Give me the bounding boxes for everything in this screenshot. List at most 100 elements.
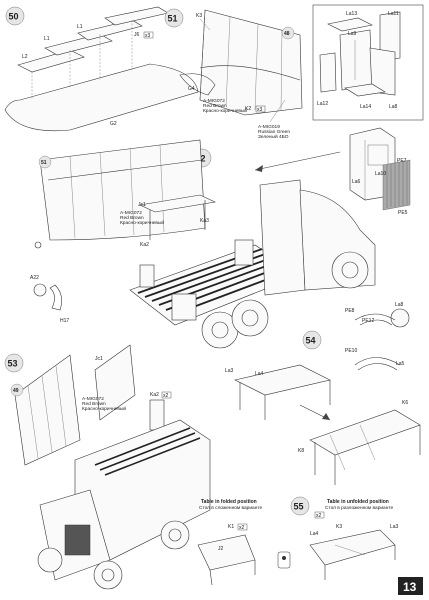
plate-pe7 [382, 159, 411, 211]
label-PE8: PE8 [345, 308, 355, 314]
label-K1: K1 [228, 524, 234, 530]
roof-panel-l1c [104, 6, 169, 26]
label-L1: L1 [44, 36, 50, 42]
label-La4b: La4 [310, 531, 319, 537]
cabinet-53 [149, 399, 165, 431]
cabinet-base-la14 [344, 83, 386, 97]
cabinet-panel-la12 [319, 52, 337, 93]
step-51-number: 51 [168, 14, 178, 24]
label-G2: G2 [110, 121, 117, 127]
label-G4: G4 [188, 86, 195, 92]
fender-part [179, 73, 216, 96]
paint-ru-1: Красно-коричневый [203, 107, 247, 114]
wheel-53b [160, 520, 190, 550]
step-51: 51 48 K3 G4 K2 x3 A-MIG072 Red Brown Кра… [164, 8, 303, 140]
caption-folded-en: Table in folded position [201, 499, 257, 505]
crate-small [139, 264, 155, 288]
label-La11: La11 [388, 11, 399, 17]
arrow-cabinet [254, 151, 341, 171]
label-Ka3: Ka3 [200, 218, 209, 224]
roof-panel-l1b [77, 19, 143, 41]
label-K3: K3 [196, 13, 202, 19]
ref-48: 48 [284, 31, 290, 37]
part-h17 [49, 284, 62, 311]
side-wall-g4 [199, 9, 303, 116]
label-K8: K8 [298, 448, 304, 454]
cabinet-box [312, 4, 424, 121]
ref-51: 51 [41, 160, 47, 166]
label-L2: L2 [22, 54, 28, 60]
step-55: 55 Table in folded position Стол в сложе… [197, 496, 399, 586]
step-55-number: 55 [294, 502, 304, 512]
label-K3b: K3 [336, 524, 342, 530]
part-a22 [33, 283, 47, 297]
paint-code-4: A-MIG072 [82, 396, 104, 402]
label-L1b: L1 [77, 24, 83, 30]
label-x2a: x2 [163, 393, 169, 399]
step-50: 50 L1 L2 L1 J6 x3 G2 [4, 6, 199, 132]
table-folded [197, 534, 256, 571]
label-Jc1: Jc1 [138, 202, 146, 208]
step-53-badge [4, 353, 24, 373]
roof-curved-frame-g2 [4, 63, 199, 132]
paint-ru-4: Красно-коричневый [82, 405, 126, 412]
cab-rear-wall [259, 179, 306, 296]
paint-code-1: A-MIG072 [203, 98, 225, 104]
label-La4: La4 [255, 371, 264, 377]
label-Ka2: Ka2 [140, 242, 149, 248]
caption-unfolded-ru: Стол в разложенном варианте [325, 505, 394, 511]
label-La6: La6 [352, 179, 361, 185]
crate-mid [234, 239, 254, 266]
label-Ka2b: Ka2 [150, 392, 159, 398]
caption-folded-ru: Стол в сложенном варианте [199, 505, 262, 511]
front-wheel [331, 251, 369, 289]
label-Jc1b: Jc1 [95, 356, 103, 362]
roof-panel-l2 [17, 49, 85, 73]
roof-panel-l1a [44, 33, 113, 56]
paint-en-3: Red Brown [120, 215, 144, 221]
cabinet-body [339, 29, 373, 91]
cabinet-subassembly: La13 La11 La9 La12 La14 La8 [312, 4, 424, 121]
label-La3: La3 [225, 368, 234, 374]
table-jc1 [94, 344, 136, 421]
label-x2c: x2 [316, 513, 322, 519]
folding-table [138, 194, 217, 213]
crate-large [171, 293, 197, 321]
step-54: 54 La3 La4 K6 K8 [225, 330, 421, 485]
detail-pe-parts: La8 PE8 PE12 PE10 La5 [345, 302, 410, 371]
label-PE5: PE5 [398, 210, 408, 216]
label-x3a: x3 [145, 33, 151, 39]
table-top-la3 [234, 364, 331, 396]
part-la8-wheel [390, 308, 410, 328]
paint-en-1: Red Brown [203, 103, 227, 109]
step-55-badge [290, 496, 310, 516]
label-La8: La8 [389, 104, 398, 110]
step-53: 53 49 Jc1 Ka2 x2 A-MIG072 Red Brown Крас… [4, 344, 211, 590]
step-50-number: 50 [9, 12, 19, 22]
page-number: 13 [403, 580, 417, 594]
label-x3b: x3 [257, 107, 263, 113]
paint-en-4: Red Brown [82, 401, 106, 407]
paint-code-2: A-MIG019 [258, 124, 280, 130]
wheel-53c [37, 547, 63, 573]
label-PE7: PE7 [397, 158, 407, 164]
label-La13: La13 [346, 11, 357, 17]
label-La14: La14 [360, 104, 371, 110]
label-La8b: La8 [395, 302, 404, 308]
wheel-53a [93, 560, 123, 590]
label-La10: La10 [375, 171, 386, 177]
rear-wheel-2 [231, 299, 269, 337]
label-PE12: PE12 [362, 318, 374, 324]
paint-ru-2: Зеленый 4БО [258, 133, 289, 140]
assembled-cabinet: PE7 La10 La6 PE5 [254, 127, 411, 216]
page-number-box [398, 577, 423, 595]
ref-49: 49 [13, 388, 19, 394]
step-50-badge [5, 6, 25, 26]
ref-49-badge [10, 383, 24, 397]
label-La9: La9 [348, 31, 357, 37]
label-x2b: x2 [239, 525, 245, 531]
cabinet-side-la11 [379, 11, 401, 62]
label-K6: K6 [402, 400, 408, 406]
paint-ru-3: Красно-коричневый [120, 219, 164, 226]
label-La12: La12 [317, 101, 328, 107]
